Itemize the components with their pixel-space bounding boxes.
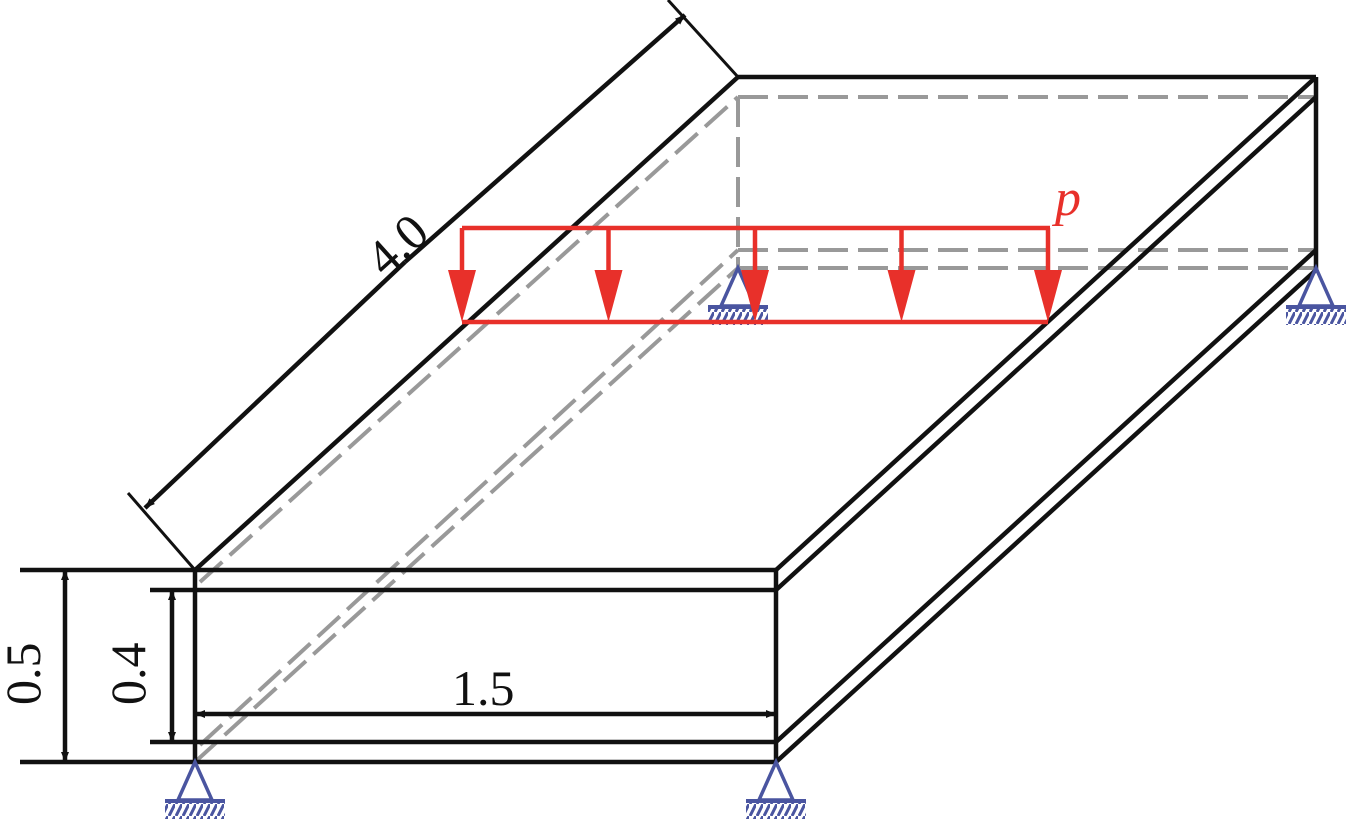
dim-inner-height-label: 0.4 bbox=[100, 643, 156, 706]
dim-length-line bbox=[403, 13, 687, 264]
pin-support-icon bbox=[165, 757, 225, 819]
load-arrow-icon bbox=[741, 228, 769, 322]
hidden-edges bbox=[193, 95, 1316, 764]
load-arrow-icon bbox=[1034, 228, 1062, 322]
supports bbox=[165, 263, 1346, 819]
load-arrow-icon bbox=[448, 228, 476, 322]
pin-support-icon bbox=[746, 757, 806, 819]
visible-edges bbox=[20, 0, 1319, 765]
load-label: p bbox=[1051, 170, 1081, 227]
dim-outer-height-label: 0.5 bbox=[0, 643, 51, 706]
dimension-lines bbox=[61, 13, 776, 762]
dim-width-label: 1.5 bbox=[452, 660, 515, 716]
distributed-load bbox=[448, 225, 1062, 325]
pin-support-icon bbox=[1286, 263, 1346, 325]
load-arrow-icon bbox=[887, 228, 916, 322]
load-arrow-icon bbox=[594, 228, 623, 322]
dim-length-label: 4.0 bbox=[355, 203, 439, 286]
